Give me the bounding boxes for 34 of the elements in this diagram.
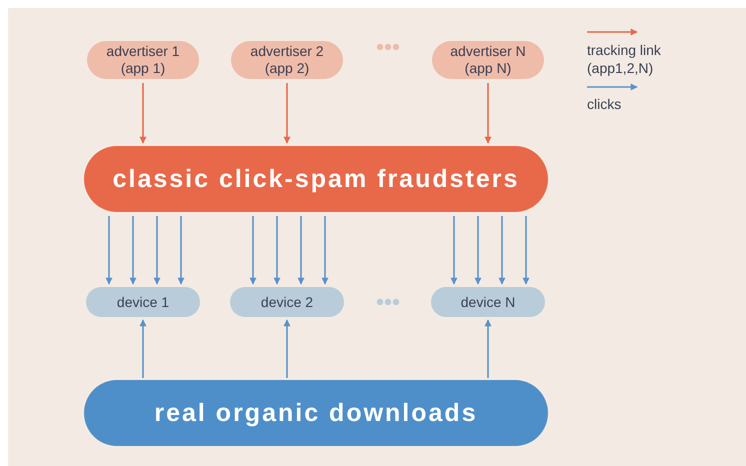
advertiser-pill [432, 41, 544, 79]
device-pill [86, 287, 200, 317]
arrow [322, 216, 328, 285]
node-label: advertiser N (app N) [449, 43, 527, 77]
node-label: device 1 [116, 294, 170, 310]
node-label: device N [460, 294, 516, 310]
arrow [522, 216, 530, 285]
arrow [154, 216, 160, 285]
arrow [106, 216, 112, 285]
arrow [274, 216, 280, 285]
node-label: device 2 [260, 294, 314, 310]
arrow [130, 216, 136, 285]
legend-label: tracking link (app1,2,N) [587, 41, 662, 77]
arrow [298, 216, 304, 285]
arrow [450, 216, 458, 285]
node-label: advertiser 2 (app 2) [249, 43, 325, 77]
banner-label: classic click-spam fraudsters [112, 164, 520, 194]
node-label: advertiser 1 (app 1) [105, 43, 181, 77]
arrow [140, 83, 146, 144]
arrow [484, 319, 492, 378]
arrow [284, 319, 290, 378]
arrow [178, 216, 184, 285]
device-pill [431, 287, 545, 317]
arrow [140, 319, 146, 378]
arrow [250, 216, 256, 285]
banner-label: real organic downloads [153, 398, 479, 428]
arrow [284, 83, 290, 144]
legend-label: clicks [587, 95, 622, 113]
arrow [474, 216, 482, 285]
advertiser-pill [231, 41, 343, 79]
arrow [498, 216, 506, 285]
device-pill [230, 287, 344, 317]
advertiser-pill [87, 41, 199, 79]
arrow [484, 83, 492, 144]
